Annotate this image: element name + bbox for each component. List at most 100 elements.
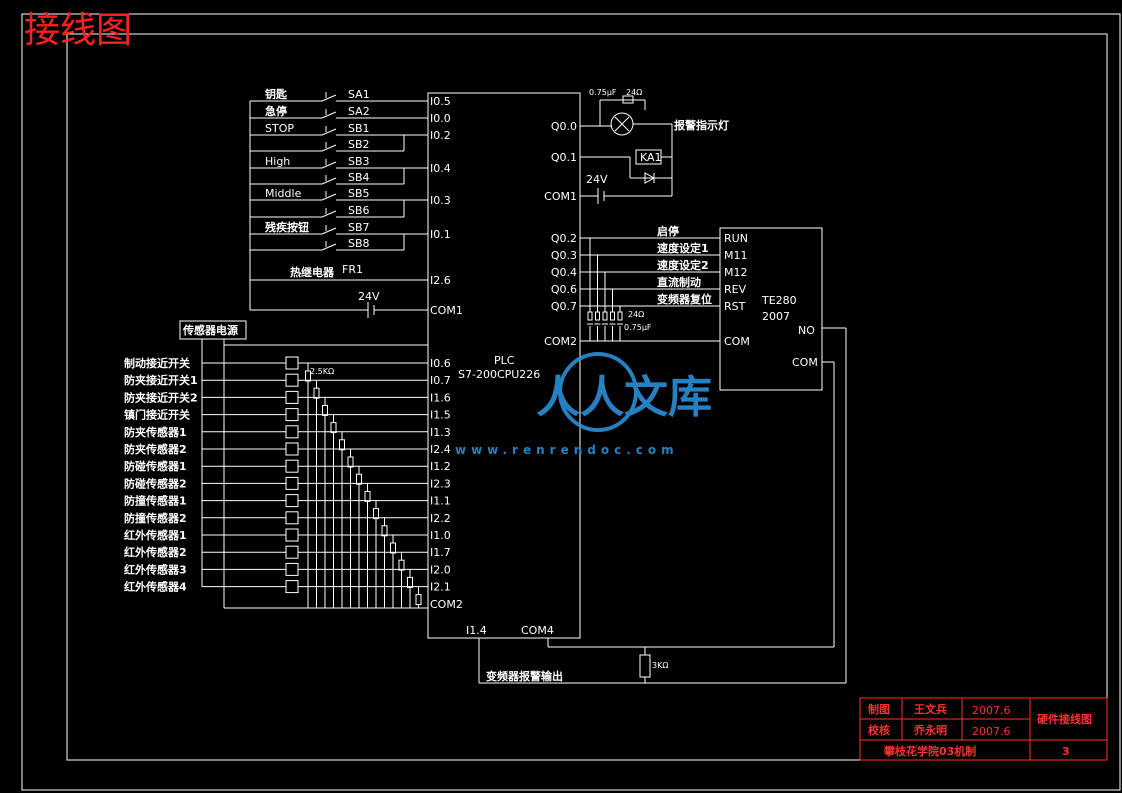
inverter-signal-label-4: 变频器复位 [657, 292, 712, 306]
sensor-power-label: 传感器电源 [182, 323, 238, 337]
plc-input-bottom-10: I1.0 [430, 529, 451, 542]
sensor-icon-13 [285, 580, 299, 594]
plc-output-7: Q0.7 [551, 300, 577, 313]
plc-output-0: Q0.0 [551, 120, 577, 133]
switch-name-4: SB3 [348, 155, 370, 168]
inverter-year: 2007 [762, 310, 790, 323]
switch-name-0: SA1 [348, 88, 370, 101]
switch-contact-icon-5 [321, 175, 337, 185]
sensor-icon-9 [285, 511, 299, 525]
sensor-power-box [179, 320, 247, 340]
plc-input-bottom-7: I2.3 [430, 477, 451, 490]
sensor-label-2: 防夹接近开关2 [124, 390, 198, 404]
inverter-term-1: M11 [724, 249, 748, 262]
plc-input-bottom-2: I1.6 [430, 391, 451, 404]
inverter-model: TE280 [761, 294, 797, 307]
sensor-icon-1 [285, 373, 299, 387]
watermark-text: 人人文库 [536, 372, 712, 423]
switch-name-3: SB2 [348, 138, 370, 151]
switch-name-5: SB4 [348, 171, 370, 184]
sensor-resistor-12 [407, 576, 413, 588]
switch-contact-icon-7 [321, 208, 337, 218]
inverter-term-no: NO [798, 324, 815, 337]
plc-terminal-i14: I1.4 [466, 624, 487, 637]
inverter-rc-resistor-4 [617, 311, 623, 321]
sensor-icon-8 [285, 494, 299, 508]
sensor-icon-7 [285, 476, 299, 490]
plc-input-bottom-9: I2.2 [430, 512, 451, 525]
sensor-label-13: 红外传感器4 [124, 580, 187, 594]
plc-input-bottom-4: I1.3 [430, 426, 451, 439]
sensor-group: 制动接近开关防夹接近开关1防夹接近开关2镇门接近开关防夹传感器1防夹传感器2防碰… [124, 345, 428, 609]
page-title: 接线图 [24, 10, 132, 51]
inverter-rc-cap: 0.75μF [624, 323, 652, 332]
tb-check-date: 2007.6 [972, 725, 1011, 738]
plc-input-bottom-14: COM2 [430, 598, 463, 611]
inverter-signal-label-3: 直流制动 [657, 275, 701, 289]
watermark-url: www.renrendoc.com [455, 443, 679, 457]
alarm-supply-label: 24V [586, 173, 608, 186]
switch-label-6: Middle [265, 187, 302, 200]
inverter-term-4: RST [724, 300, 746, 313]
thermal-relay-label: 热继电器 [290, 265, 335, 279]
switch-contact-icon-2 [321, 126, 337, 136]
plc-input-bottom-0: I0.6 [430, 357, 451, 370]
tb-drawn-label: 制图 [868, 702, 890, 716]
inverter-rc-resistor-2 [602, 311, 608, 321]
plc-output-3: Q0.2 [551, 232, 577, 245]
tb-drawn-date: 2007.6 [972, 704, 1011, 717]
sensor-label-7: 防碰传感器2 [124, 476, 187, 490]
sensor-resistor-2 [322, 404, 328, 416]
sensor-label-5: 防夹传感器2 [124, 442, 187, 456]
sensor-icon-5 [285, 442, 299, 456]
plc-name: PLC [494, 354, 515, 367]
switch-contact-icon-8 [321, 225, 337, 235]
plc-input-bottom-6: I1.2 [430, 460, 451, 473]
plc-input-top-6: I2.6 [430, 274, 451, 287]
switch-contact-icon-6 [321, 191, 337, 201]
inverter-term-5: COM [724, 335, 750, 348]
sensor-resistor-4 [339, 439, 345, 451]
switch-contact-icon-1 [321, 109, 337, 119]
fault-resistor-label: 3KΩ [652, 661, 668, 670]
switch-label-2: STOP [265, 122, 294, 135]
alarm-res-label: 24Ω [626, 88, 642, 97]
inverter-term-3: REV [724, 283, 747, 296]
plc-output-4: Q0.3 [551, 249, 577, 262]
switch-name-1: SA2 [348, 105, 370, 118]
sensor-resistor-3 [330, 422, 337, 434]
plc-input-top-4: I0.3 [430, 194, 451, 207]
switch-label-0: 钥匙 [265, 87, 288, 101]
inverter-signal-label-0: 启停 [657, 224, 679, 238]
switch-name-8: SB7 [348, 221, 370, 234]
tb-check-label: 校核 [868, 723, 890, 737]
plc-input-top-7: COM1 [430, 304, 463, 317]
plc-input-bottom-3: I1.5 [430, 409, 451, 422]
sensor-resistor-1 [313, 387, 320, 399]
switch-label-8: 残疾按钮 [265, 220, 309, 234]
sensor-label-8: 防撞传感器1 [124, 494, 187, 508]
inverter-block [719, 227, 823, 391]
inverter-signal-label-1: 速度设定1 [657, 241, 709, 255]
inverter-signal-label-2: 速度设定2 [657, 258, 709, 272]
thermal-relay-name: FR1 [342, 263, 363, 276]
plc-terminal-com4: COM4 [521, 624, 554, 637]
fault-label: 变频器报警输出 [486, 669, 563, 683]
sensor-resistor-13 [415, 594, 422, 606]
plc-input-top-0: I0.5 [430, 95, 451, 108]
inverter-term-2: M12 [724, 266, 748, 279]
sensor-resistor-9 [381, 525, 388, 537]
plc-block [427, 92, 581, 639]
inverter-rc-resistor-0 [587, 311, 593, 321]
plc-input-bottom-5: I2.4 [430, 443, 451, 456]
sensor-label-1: 防夹接近开关1 [124, 373, 198, 387]
alarm-lamp-cross-2 [614, 116, 630, 132]
sensor-icon-0 [285, 356, 299, 370]
plc-output-6: Q0.6 [551, 283, 577, 296]
plc-output-5: Q0.4 [551, 266, 577, 279]
switch-name-6: SB5 [348, 187, 370, 200]
tb-school: 攀枝花学院03机制 [883, 744, 976, 758]
